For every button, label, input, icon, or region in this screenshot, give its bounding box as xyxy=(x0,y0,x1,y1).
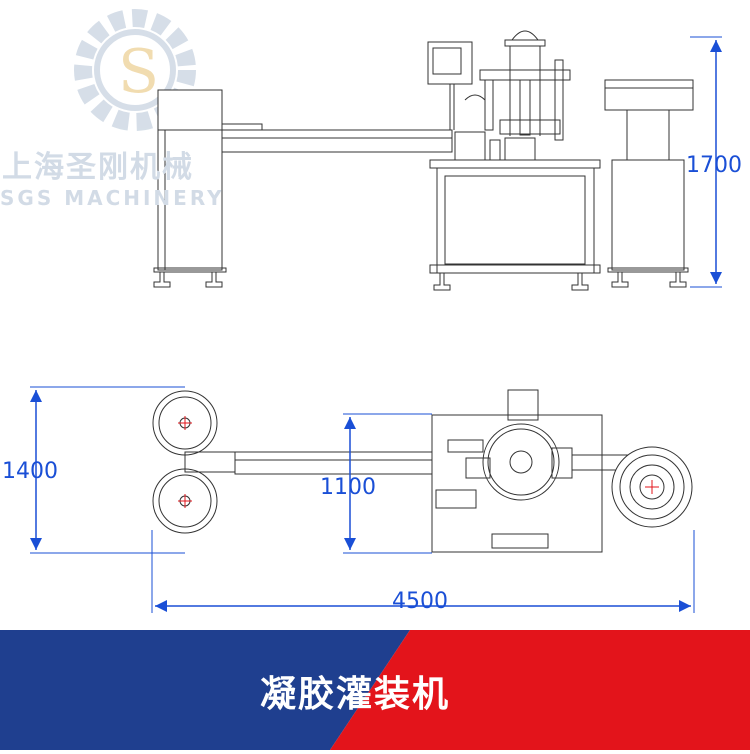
dim-label-depth: 1400 xyxy=(2,459,58,484)
title-banner xyxy=(0,630,750,750)
banner-title: 凝胶灌装机 xyxy=(259,674,450,715)
offset-dimension xyxy=(343,413,432,554)
logo-letter: S xyxy=(118,37,159,107)
length-dimension xyxy=(151,530,695,613)
elevation-view xyxy=(153,30,694,291)
watermark-logo: S xyxy=(74,9,196,131)
height-dimension xyxy=(690,36,722,288)
dim-label-height: 1700 xyxy=(686,153,742,178)
dim-label-length: 4500 xyxy=(392,589,448,614)
dim-label-offset: 1100 xyxy=(320,475,376,500)
watermark-company-cn: 上海圣刚机械 xyxy=(2,150,194,185)
watermark-company-en: SGS MACHINERY xyxy=(0,186,225,210)
depth-dimension xyxy=(30,386,185,554)
reel-centers xyxy=(178,416,659,508)
